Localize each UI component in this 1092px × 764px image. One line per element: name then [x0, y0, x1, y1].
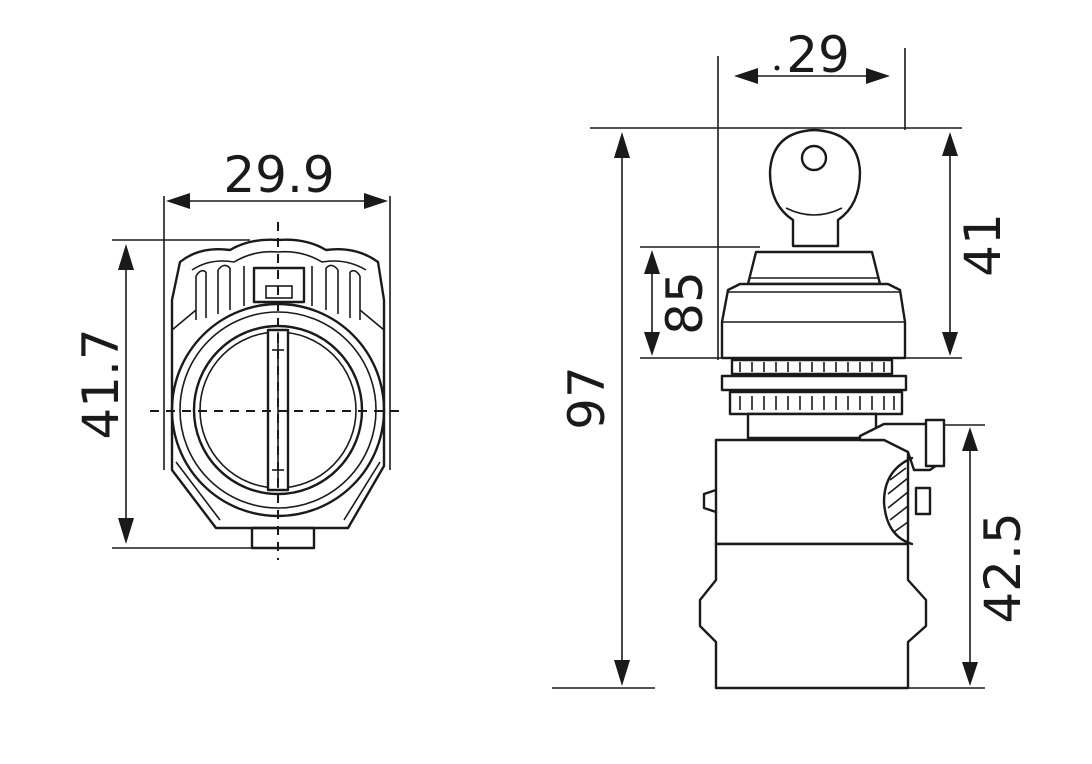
front-width-label: 29.9: [223, 146, 334, 204]
key-cylinder-head: [720, 250, 907, 360]
body-ribs: [195, 264, 361, 320]
side-width-dimension: 29: [734, 26, 890, 84]
body-height-label: 42.5: [974, 512, 1032, 623]
head-height-dimension: 41: [942, 132, 1012, 356]
mounting-nut: [720, 358, 908, 440]
key-height-label: 85: [656, 271, 714, 335]
front-height-dimension: 41.7: [72, 244, 134, 544]
key-height-dimension: 85: [644, 250, 714, 356]
contact-block: [698, 418, 946, 690]
body-height-dimension: 42.5: [962, 427, 1032, 686]
switch-front-body: [170, 238, 386, 550]
total-height-label: 97: [558, 366, 616, 430]
front-height-label: 41.7: [72, 328, 130, 439]
front-width-dimension: 29.9: [166, 146, 388, 209]
total-height-dimension: 97: [558, 132, 630, 686]
bottom-tab: [250, 526, 316, 550]
side-view: 29 97 85 41 42.5: [552, 26, 1032, 690]
side-width-label: 29: [786, 26, 850, 84]
front-view: 29.9 41.7: [72, 146, 404, 560]
key: [768, 128, 862, 248]
head-height-label: 41: [954, 213, 1012, 277]
